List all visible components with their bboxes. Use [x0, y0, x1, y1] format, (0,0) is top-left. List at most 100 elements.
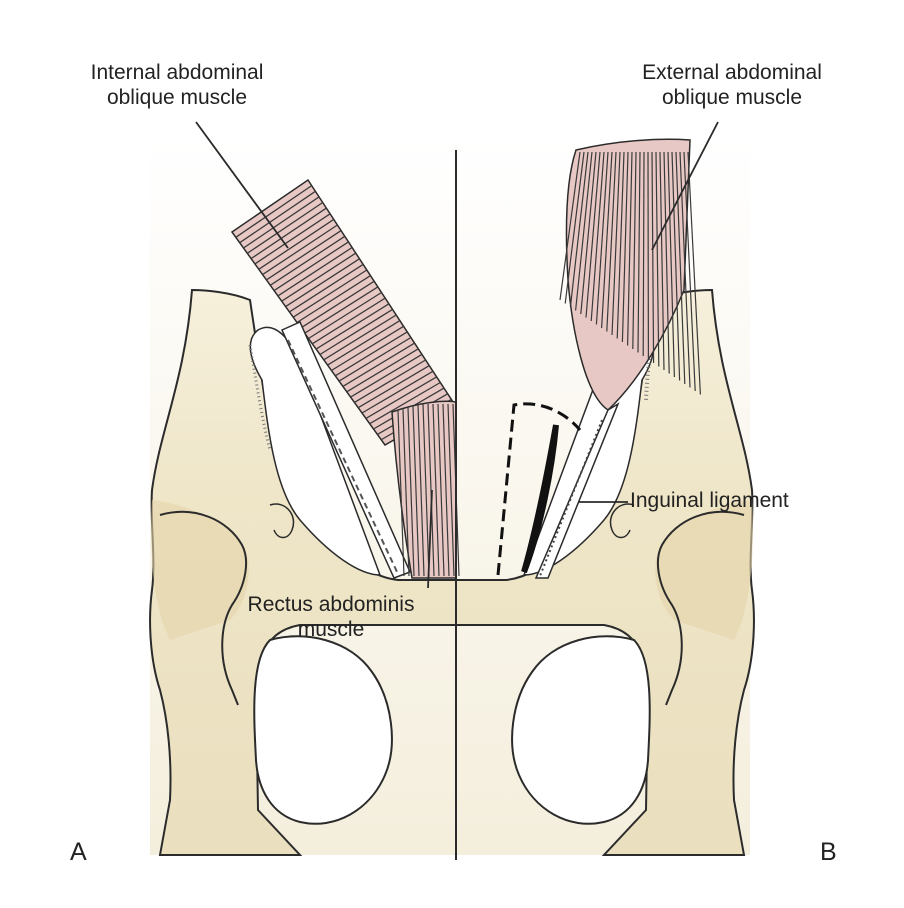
- external-oblique-fiber: [687, 151, 701, 395]
- right-acetabulum-outline: [656, 510, 745, 706]
- rectus-fiber: [447, 403, 455, 577]
- label-external-oblique: External abdominal oblique muscle: [612, 60, 852, 110]
- internal-oblique-fiber: [361, 370, 434, 414]
- external-oblique-fiber: [569, 151, 589, 308]
- external-oblique-fiber: [601, 151, 613, 329]
- label-rectus-line2: muscle: [297, 618, 365, 641]
- left-obturator-foramen: [253, 635, 393, 825]
- external-oblique-fiber: [663, 151, 670, 374]
- internal-oblique-fiber: [346, 348, 419, 393]
- internal-oblique-fiber: [258, 218, 335, 270]
- internal-oblique-fiber: [327, 320, 401, 366]
- rectus-fiber: [417, 404, 425, 577]
- internal-oblique-fiber: [277, 246, 353, 297]
- external-oblique-fiber: [675, 151, 686, 385]
- internal-oblique-fiber: [354, 359, 426, 403]
- external-oblique-fiber: [580, 151, 597, 315]
- left-pelvic-inlet: [249, 326, 382, 576]
- left-acetabulum-outline: [159, 510, 248, 706]
- external-oblique-fiber: [606, 151, 617, 332]
- rectus-fiber: [412, 406, 420, 577]
- rectus-fiber: [432, 403, 440, 577]
- external-oblique-fiber: [575, 151, 593, 311]
- left-aponeurosis-strip: [281, 321, 412, 579]
- label-internal-oblique-line2: oblique muscle: [106, 86, 248, 109]
- internal-oblique-fiber: [323, 314, 397, 361]
- pelvis-right-half: [455, 138, 755, 856]
- label-internal-oblique-line1: Internal abdominal: [90, 61, 264, 84]
- internal-oblique-fiber: [235, 185, 313, 238]
- internal-oblique-fiber: [285, 258, 360, 308]
- internal-oblique-fiber: [369, 381, 441, 425]
- rectus-fiber: [422, 403, 430, 577]
- external-oblique-fiber: [651, 151, 655, 364]
- panel-letter-b: B: [820, 838, 837, 866]
- external-oblique-fiber: [671, 151, 681, 381]
- internal-oblique-fiber: [300, 280, 375, 329]
- label-internal-oblique: Internal abdominal oblique muscle: [62, 60, 292, 110]
- panel-letter-a: A: [70, 838, 87, 866]
- internal-oblique-fiber: [262, 224, 338, 276]
- external-oblique-fiber: [637, 151, 641, 353]
- left-aponeurosis-dash: [287, 339, 399, 575]
- rectus-fiber: [397, 410, 405, 577]
- external-oblique-fiber: [564, 151, 585, 304]
- external-oblique-fiber: [632, 151, 637, 350]
- label-external-oblique-line2: oblique muscle: [661, 86, 803, 109]
- left-spine-notch: [269, 503, 295, 539]
- internal-oblique-fiber: [338, 336, 412, 382]
- rectus-fiber: [437, 403, 445, 577]
- superficial-inguinal-ring: [521, 424, 559, 574]
- internal-oblique-fiber: [311, 297, 386, 345]
- internal-oblique-fiber: [281, 252, 357, 302]
- internal-oblique-fiber: [266, 230, 342, 281]
- external-oblique-fiber: [585, 151, 601, 318]
- internal-oblique-fiber: [239, 190, 316, 244]
- right-obturator-foramen: [511, 635, 651, 825]
- internal-oblique-fiber: [350, 353, 423, 398]
- external-oblique-fiber: [659, 151, 665, 371]
- leader-external-oblique: [651, 121, 719, 251]
- internal-oblique-fiber: [308, 291, 382, 340]
- inguinal-ligament-band: [534, 402, 620, 579]
- internal-oblique-fiber: [254, 213, 331, 265]
- internal-oblique-fiber: [246, 201, 324, 254]
- internal-oblique-fiber: [296, 275, 371, 324]
- internal-oblique-fiber: [269, 235, 346, 286]
- pelvis-left-half: [149, 178, 460, 856]
- internal-oblique-fiber: [334, 331, 408, 377]
- external-oblique-muscle: [559, 138, 701, 411]
- external-oblique-fiber: [595, 151, 609, 325]
- internal-oblique-fiber: [289, 263, 364, 313]
- external-oblique-fiber: [683, 151, 696, 392]
- rectus-fiber: [407, 407, 415, 577]
- right-spine-notch: [609, 503, 635, 539]
- internal-oblique-fiber: [273, 241, 349, 292]
- rectus-abdominis-muscle: [391, 400, 460, 579]
- internal-oblique-fiber: [319, 308, 393, 356]
- internal-oblique-fiber: [250, 207, 327, 260]
- label-rectus-line1: Rectus abdominis: [247, 593, 415, 616]
- right-iliac-stipple: [644, 299, 662, 401]
- left-iliac-stipple: [248, 344, 272, 451]
- leader-internal-oblique: [195, 121, 289, 249]
- external-oblique-fiber: [616, 151, 625, 339]
- external-oblique-fiber: [667, 151, 675, 378]
- label-inguinal-ligament: Inguinal ligament: [630, 489, 789, 512]
- external-oblique-fiber: [621, 151, 629, 343]
- leader-rectus: [427, 489, 433, 589]
- internal-oblique-fiber: [365, 376, 437, 419]
- external-oblique-fiber: [590, 151, 605, 322]
- rectus-fiber: [402, 409, 410, 577]
- external-oblique-fiber: [627, 151, 633, 346]
- internal-oblique-fiber: [304, 286, 379, 334]
- external-oblique-fiber: [655, 151, 660, 367]
- rectus-fiber: [427, 403, 435, 577]
- external-oblique-fiber: [559, 151, 581, 301]
- external-oblique-fiber: [611, 151, 621, 336]
- right-acetabulum-shade: [655, 500, 753, 640]
- rectus-fiber: [442, 403, 450, 577]
- label-rectus: Rectus abdominis muscle: [236, 592, 426, 642]
- internal-oblique-fiber: [342, 342, 415, 387]
